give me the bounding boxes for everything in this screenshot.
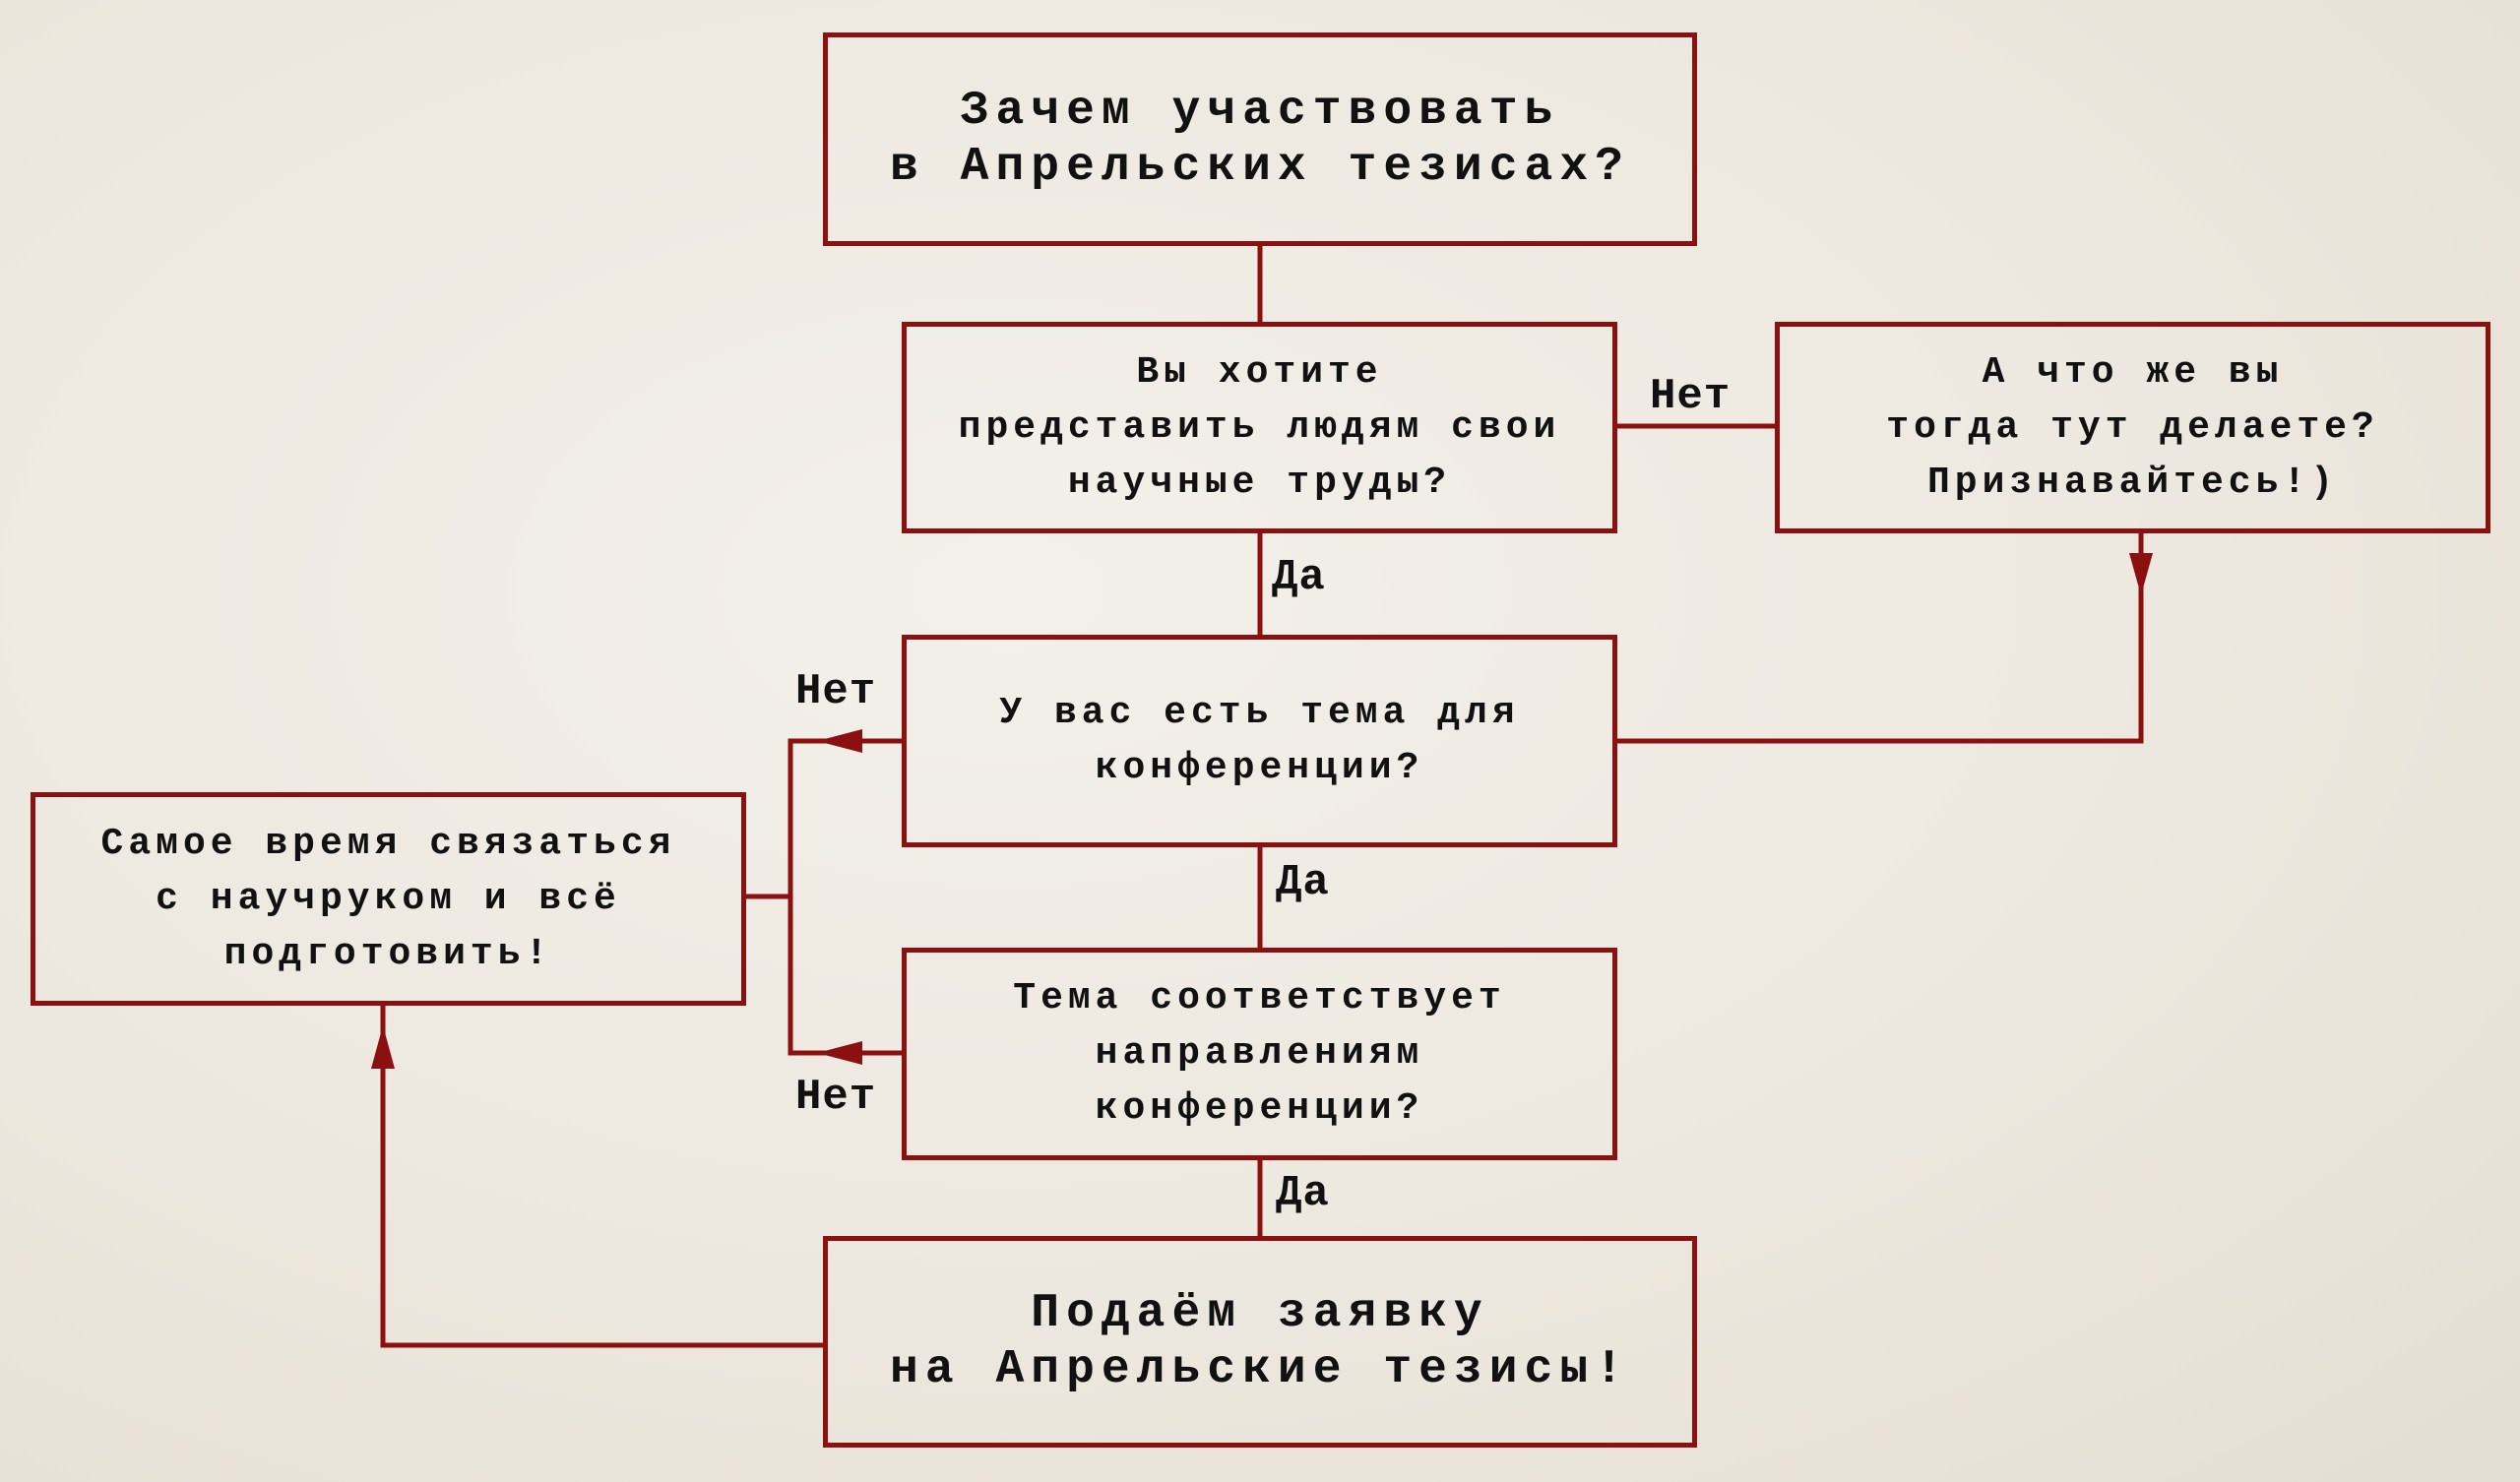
- node-text: на Апрельские тезисы!: [890, 1342, 1630, 1396]
- node-text: направлениям: [1095, 1032, 1424, 1075]
- node-text: конференции?: [1095, 747, 1424, 789]
- edge-label-q2-yes: Да: [1276, 858, 1330, 907]
- node-text: У вас есть тема для: [999, 692, 1520, 734]
- node-text: Тема соответствует: [1013, 977, 1506, 1019]
- arrow-up-icon: [371, 1025, 395, 1069]
- node-end: Подаём заявку на Апрельские тезисы!: [823, 1236, 1697, 1448]
- edge-prepare-end: [380, 1006, 823, 1348]
- node-text: представить людям свои: [958, 405, 1561, 449]
- node-text: в Апрельских тезисах?: [890, 140, 1630, 194]
- node-text: с научруком и всё: [156, 877, 621, 920]
- node-text: Самое время связаться: [100, 822, 676, 865]
- node-question-2: У вас есть тема для конференции?: [902, 635, 1617, 847]
- node-text: Вы хотите: [1136, 350, 1383, 394]
- node-text: подготовить!: [223, 932, 553, 975]
- node-prepare: Самое время связаться с научруком и всё …: [31, 792, 746, 1006]
- edge-label-q3-no: Нет: [795, 1073, 877, 1122]
- node-text: научные труды?: [1067, 461, 1452, 504]
- edge-q1no-q2: [1617, 533, 2144, 744]
- node-text: А что же вы: [1982, 350, 2284, 394]
- node-start: Зачем участвовать в Апрельских тезисах?: [823, 32, 1697, 246]
- edge-label-q3-yes: Да: [1276, 1169, 1330, 1218]
- node-text: Подаём заявку: [1031, 1286, 1489, 1340]
- edge-label-q1-yes: Да: [1272, 553, 1326, 602]
- node-text: Признавайтесь!): [1926, 461, 2339, 504]
- node-text: конференции?: [1095, 1087, 1424, 1130]
- node-question-3: Тема соответствует направлениям конферен…: [902, 948, 1617, 1160]
- node-text: Зачем участвовать: [960, 84, 1560, 138]
- edge-label-q1-no: Нет: [1650, 372, 1732, 421]
- arrow-left-icon: [817, 1041, 862, 1065]
- node-question-1-no: А что же вы тогда тут делаете? Признавай…: [1775, 322, 2490, 533]
- arrow-down-icon: [2129, 553, 2153, 595]
- edge-label-q2-no: Нет: [795, 667, 877, 716]
- edge-q2-no: [788, 738, 902, 1056]
- node-question-1: Вы хотите представить людям свои научные…: [902, 322, 1617, 533]
- node-text: тогда тут делаете?: [1886, 405, 2379, 449]
- arrow-left-icon: [817, 729, 862, 753]
